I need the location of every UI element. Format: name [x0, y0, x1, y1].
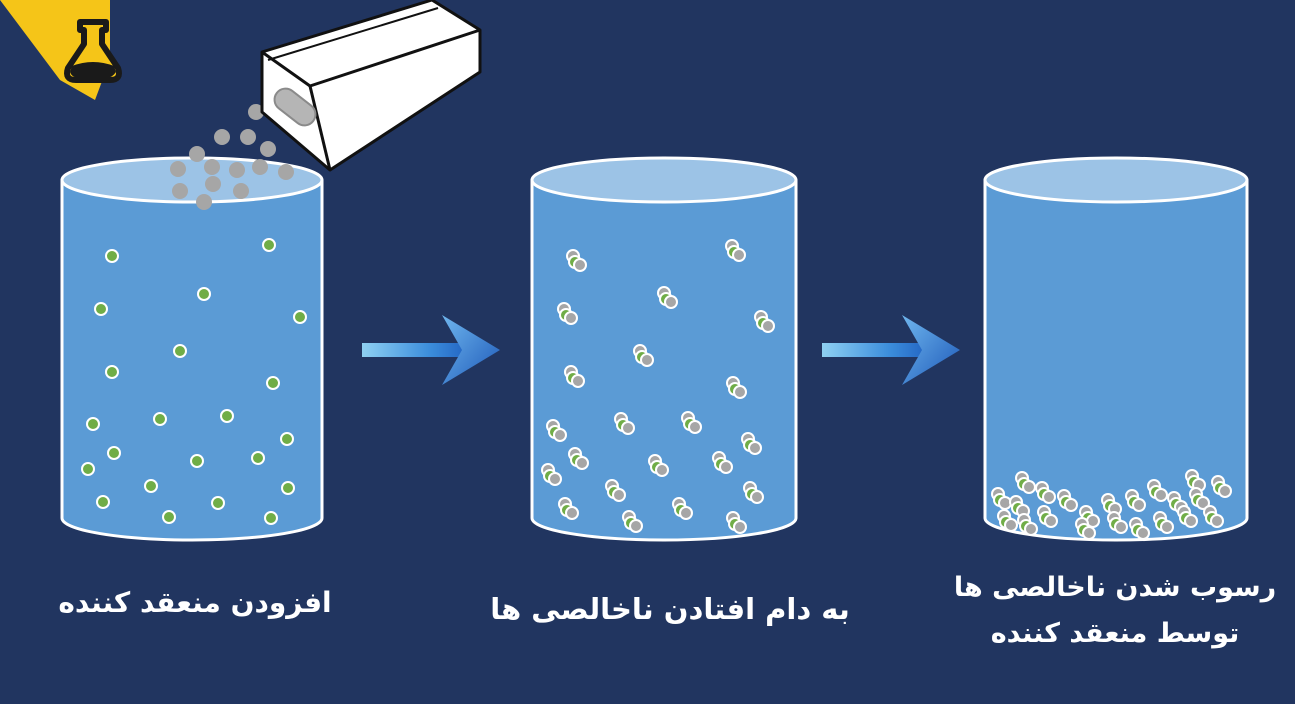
beaker-1 [60, 156, 324, 542]
impurity-particle [197, 287, 211, 301]
step-1-label: افزودن منعقد کننده [58, 586, 332, 619]
coagulant-particle [664, 295, 678, 309]
coagulant-particle [248, 104, 264, 120]
impurity-particle [251, 451, 265, 465]
impurity-particle [144, 479, 158, 493]
step-2-label: به دام افتادن ناخالصی ها [490, 592, 850, 626]
coagulant-particle [719, 460, 733, 474]
coagulant-particle [240, 129, 256, 145]
coagulant-particle [196, 194, 212, 210]
coagulant-particle [1136, 526, 1150, 540]
coagulant-particle [172, 183, 188, 199]
impurity-particle [94, 302, 108, 316]
coagulant-particle [761, 319, 775, 333]
impurity-particle [211, 496, 225, 510]
impurity-particle [96, 495, 110, 509]
coagulant-particles-falling [170, 104, 294, 210]
impurity-particle [293, 310, 307, 324]
coagulant-particle [1064, 498, 1078, 512]
arrow-1 [362, 315, 500, 385]
coagulant-particle [575, 456, 589, 470]
coagulant-particle [1154, 488, 1168, 502]
arrow-2 [822, 315, 960, 385]
coagulant-particle [688, 420, 702, 434]
coagulant-particle [1044, 514, 1058, 528]
coagulant-particle [1022, 480, 1036, 494]
impurity-particle [190, 454, 204, 468]
coagulant-particle [571, 374, 585, 388]
coagulant-particle [189, 146, 205, 162]
coagulant-particle [573, 258, 587, 272]
impurity-particle [107, 446, 121, 460]
coagulant-particle [1024, 522, 1038, 536]
coagulant-particle [750, 490, 764, 504]
coagulant-particle [1196, 496, 1210, 510]
impurity-particles [81, 238, 307, 525]
coagulant-particle [1114, 520, 1128, 534]
trapped-impurity-clusters [541, 239, 775, 534]
coagulant-particle [214, 129, 230, 145]
coagulant-particle [278, 164, 294, 180]
coagulant-particle [1042, 490, 1056, 504]
beaker-2 [530, 156, 798, 542]
impurity-particle [153, 412, 167, 426]
impurity-particle [220, 409, 234, 423]
coagulant-particle [553, 428, 567, 442]
coagulant-particle [565, 506, 579, 520]
impurity-particle [266, 376, 280, 390]
coagulant-particle [233, 183, 249, 199]
coagulant-particle [1082, 526, 1096, 540]
impurity-particle [280, 432, 294, 446]
impurity-particle [262, 238, 276, 252]
beaker-3 [983, 156, 1249, 542]
coagulant-particle [748, 441, 762, 455]
coagulant-particle [1160, 520, 1174, 534]
step-3-label-line1: رسوب شدن ناخالصی ها [953, 572, 1277, 603]
impurity-particle [281, 481, 295, 495]
impurity-particle [264, 511, 278, 525]
coagulant-particle [612, 488, 626, 502]
coagulant-particle [733, 520, 747, 534]
coagulant-particle [655, 463, 669, 477]
coagulant-particle [548, 472, 562, 486]
coagulant-particle [732, 248, 746, 262]
coagulant-particle [1132, 498, 1146, 512]
step-3-label: رسوب شدن ناخالصی ها توسط منعقد کننده [950, 565, 1280, 657]
coagulant-particle [564, 311, 578, 325]
coagulant-particle [260, 141, 276, 157]
logo [0, 0, 122, 100]
coagulant-particle [1218, 484, 1232, 498]
impurity-particle [173, 344, 187, 358]
coagulant-particle [170, 161, 186, 177]
coagulant-particle [1004, 518, 1018, 532]
coagulant-container [170, 0, 482, 210]
coagulant-particle [252, 159, 268, 175]
coagulant-particle [621, 421, 635, 435]
coagulant-particle [629, 519, 643, 533]
impurity-particle [86, 417, 100, 431]
coagulant-particle [1210, 514, 1224, 528]
step-3-label-line2: توسط منعقد کننده [990, 618, 1240, 649]
coagulant-particle [1184, 514, 1198, 528]
coagulant-particle [640, 353, 654, 367]
coagulant-particle [679, 506, 693, 520]
impurity-particle [105, 249, 119, 263]
coagulant-particle [733, 385, 747, 399]
coagulant-particle [205, 176, 221, 192]
impurity-particle [162, 510, 176, 524]
impurity-particle [81, 462, 95, 476]
sediment-clusters [991, 469, 1232, 540]
coagulant-particle [204, 159, 220, 175]
impurity-particle [105, 365, 119, 379]
coagulant-particle [229, 162, 245, 178]
